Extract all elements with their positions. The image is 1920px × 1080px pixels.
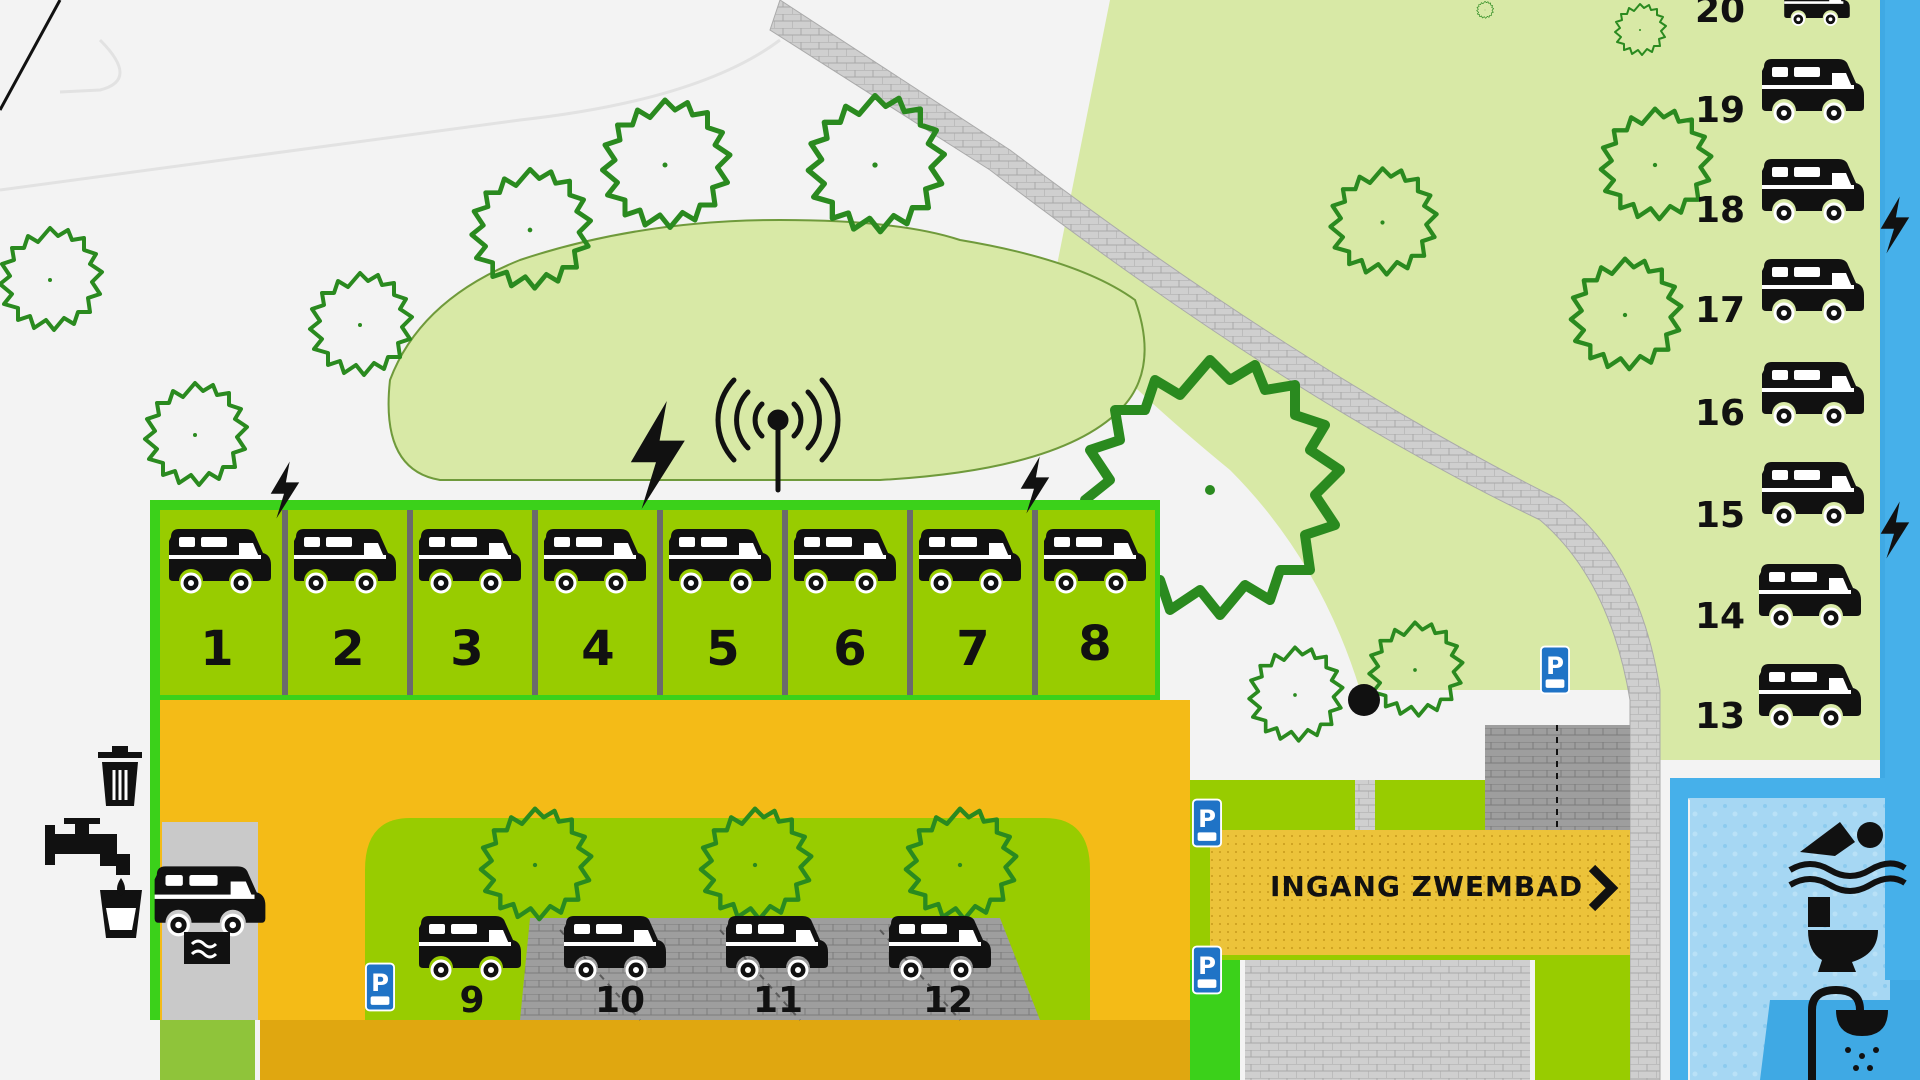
entrance-label: INGANG ZWEMBAD: [1270, 870, 1583, 903]
spot-10-number[interactable]: 10: [595, 980, 645, 1021]
spot-14-number[interactable]: 14: [1695, 596, 1745, 637]
spot-3-number[interactable]: 3: [450, 621, 483, 677]
parking-sign-camper-icon: [1192, 798, 1222, 848]
paved-footpath: [769, 0, 1661, 1080]
swimmer-icon: [1788, 822, 1907, 894]
water-tap-icon: [45, 818, 130, 875]
parking-sign-bottom-icon: [365, 962, 395, 1012]
parking-sign-top-icon: [1540, 645, 1570, 695]
wifi-antenna-icon: [715, 377, 841, 493]
spot-18-number[interactable]: 18: [1695, 190, 1745, 231]
entrance-strip: [1210, 830, 1630, 955]
spot-8-number[interactable]: 8: [1078, 616, 1111, 672]
central-island: [365, 818, 1090, 925]
spot-16-number[interactable]: 16: [1695, 393, 1745, 434]
spot-11-number[interactable]: 11: [753, 980, 803, 1021]
spot-17-number[interactable]: 17: [1695, 290, 1745, 331]
spot-2-number[interactable]: 2: [331, 621, 364, 677]
spot-13-number[interactable]: 13: [1695, 696, 1745, 737]
toilet-icon: [1808, 897, 1878, 972]
spot-20-number[interactable]: 20: [1695, 0, 1745, 31]
camper-service-icon: [152, 864, 268, 964]
top-spot-dividers: [282, 510, 1038, 695]
spot-7-number[interactable]: 7: [956, 621, 989, 677]
trash-bin-icon: [98, 746, 142, 806]
lamp-post-marker: [1348, 684, 1380, 716]
drinking-water-icon: [100, 878, 142, 938]
driving-lane-lower: [260, 1020, 1190, 1080]
spot-6-number[interactable]: 6: [833, 621, 866, 677]
spot-9-number[interactable]: 9: [459, 980, 484, 1021]
grass-field: [1050, 0, 1880, 760]
spot-19-number[interactable]: 19: [1695, 90, 1745, 131]
boundary-line: [0, 0, 62, 111]
parking-lot-paving: [1245, 960, 1530, 1080]
grass-island: [387, 218, 1146, 481]
spot-12-number[interactable]: 12: [923, 980, 973, 1021]
entrance-arrow-icon: [1588, 864, 1619, 912]
spot-5-number[interactable]: 5: [706, 621, 739, 677]
spot-15-number[interactable]: 15: [1695, 495, 1745, 536]
shower-icon: [1808, 985, 1888, 1080]
spot-1-number[interactable]: 1: [200, 621, 233, 677]
parking-sign-accessible-icon: [1192, 945, 1222, 995]
spot-4-number[interactable]: 4: [581, 621, 614, 677]
